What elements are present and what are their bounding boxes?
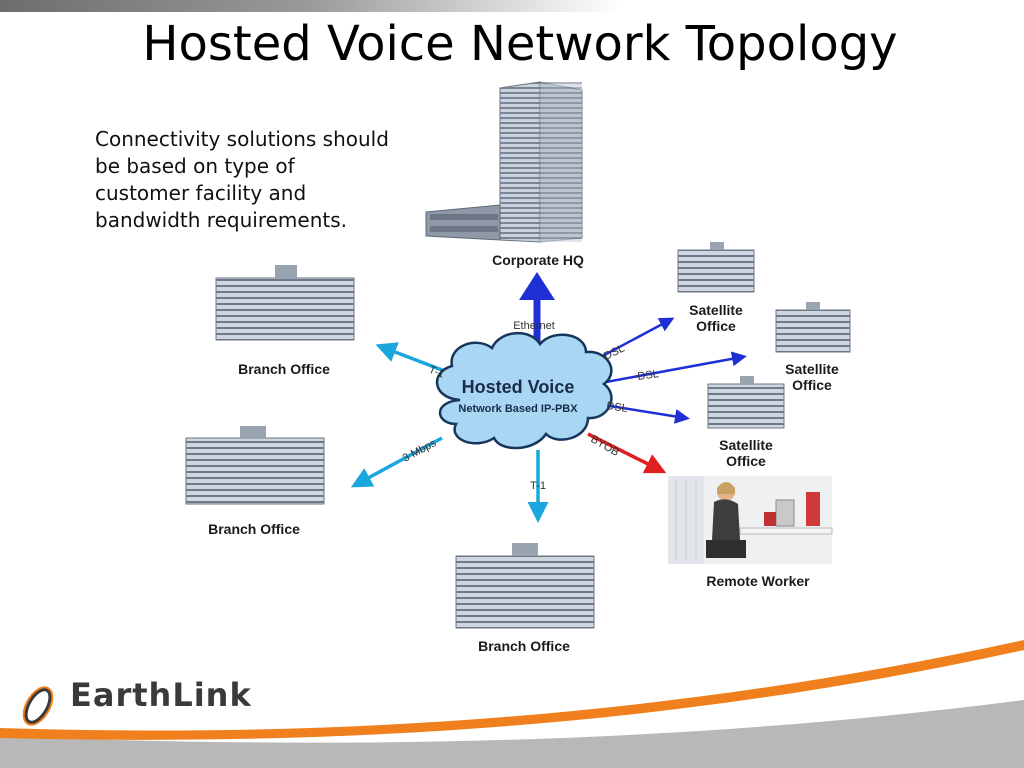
satellite-office-building-3 [707, 376, 785, 429]
satellite-office-label-3: Satellite Office [719, 437, 773, 469]
branch-office-label-3: Branch Office [478, 638, 570, 654]
ethernet-arrowhead [519, 272, 555, 300]
remote-worker-photo [668, 476, 833, 564]
dsl-link-satellite-1 [594, 317, 675, 362]
earthlink-logo-text: EarthLink [70, 676, 252, 714]
corporate-hq-building [425, 81, 583, 243]
branch-office-label-1: Branch Office [238, 361, 330, 377]
byob-link-remote-worker [587, 432, 667, 474]
dsl-link-satellite-2 [605, 351, 747, 384]
dsl-2-label: DSL [637, 368, 660, 383]
cloud-title: Hosted Voice [462, 377, 575, 397]
hosted-voice-cloud: Hosted Voice Network Based IP-PBX [435, 331, 613, 450]
branch-office-building-3 [455, 543, 595, 629]
earthlink-logo-icon [22, 686, 54, 726]
ethernet-label: Ethernet [513, 320, 555, 332]
satellite-office-building-1 [677, 242, 755, 293]
top-accent-bar [0, 0, 620, 12]
branch-office-building-1 [215, 265, 355, 341]
dsl-link-satellite-3 [603, 403, 690, 424]
remote-worker-label: Remote Worker [706, 573, 810, 589]
cloud-subtitle: Network Based IP-PBX [458, 403, 578, 415]
t1-left-label: T-1 [427, 364, 446, 381]
slide-title: Hosted Voice Network Topology [142, 16, 898, 72]
branch-office-label-2: Branch Office [208, 521, 300, 537]
t1-bottom-label: T-1 [530, 480, 546, 492]
satellite-office-label-2: Satellite Office [785, 361, 839, 393]
satellite-office-label-1: Satellite Office [689, 302, 743, 334]
dsl-3-label: DSL [606, 400, 629, 415]
satellite-office-building-2 [775, 302, 851, 353]
corporate-hq-label: Corporate HQ [492, 252, 584, 268]
mbps-link-branch-left [350, 436, 443, 488]
description-text: Connectivity solutions should be based o… [95, 127, 389, 232]
branch-office-building-2 [185, 426, 325, 505]
